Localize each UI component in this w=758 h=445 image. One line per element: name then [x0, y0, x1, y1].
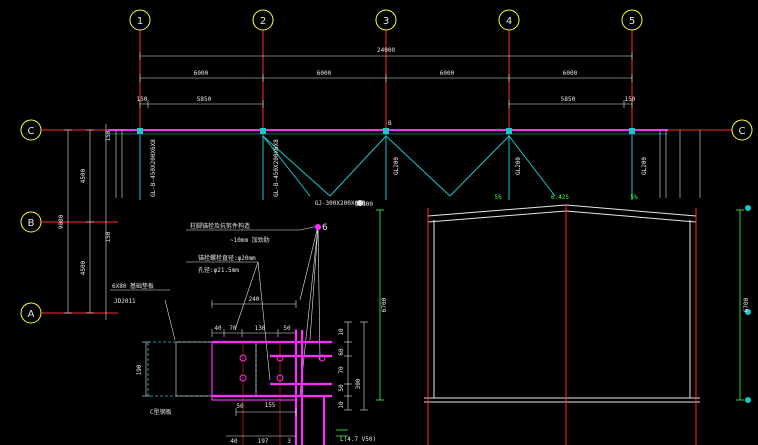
axis-bubble-2: 2 — [252, 9, 274, 31]
axis-bubble-1: 1 — [129, 9, 151, 31]
section-small-note: 3.300 — [355, 201, 373, 208]
beam-label-1: GL-B-450X200X6X8 — [150, 139, 157, 197]
frame-column-lines — [427, 205, 697, 445]
elev-marker-top — [745, 205, 751, 211]
callout-dot — [315, 224, 321, 230]
axis-bubble-c-right: C — [731, 119, 753, 141]
axis-label-3: 3 — [383, 16, 389, 27]
dim-overall-row: 9000 — [58, 214, 65, 229]
dim-bay-2: 6000 — [317, 70, 332, 77]
beam-markers — [137, 128, 635, 134]
beam-label-3: GL200 — [393, 157, 400, 175]
dim-300: 300 — [355, 378, 362, 389]
dim-3: 3 — [287, 438, 291, 445]
dim-40: 40 — [214, 325, 222, 332]
axis-bubble-b: B — [20, 211, 42, 233]
dim-end-150-left: 150 — [137, 96, 148, 103]
detail-note-6: JD2011 — [114, 298, 136, 305]
dim-190: 190 — [136, 364, 143, 375]
base-plate — [147, 341, 297, 401]
section-right-height: 6700 — [743, 297, 750, 312]
dim-row-1: 4500 — [80, 168, 87, 183]
dim-bay-3: 6000 — [440, 70, 455, 77]
truss-label: GJ-300X200X6X8 — [315, 200, 366, 207]
dimension-rows — [64, 124, 107, 320]
small-marker-label: B — [388, 120, 392, 127]
bottom-label: L(4.7 V50) — [340, 436, 376, 443]
section-left-height: 6700 — [381, 297, 388, 312]
dim-60: 60 — [338, 348, 345, 356]
axis-label-a: A — [28, 309, 35, 320]
detail-note-5: 6X80 基础垫板 — [112, 282, 154, 290]
ridge-elev: 6.425 — [551, 194, 569, 201]
beam-label-5: GL200 — [641, 157, 648, 175]
dim-70a: 70 — [229, 325, 237, 332]
axis-bubble-3: 3 — [375, 9, 397, 31]
dimension-total — [139, 52, 633, 60]
axis-label-c-left: C — [28, 126, 35, 137]
detail-left-dims — [142, 341, 297, 437]
frame-outline — [424, 204, 700, 403]
detail-note-2: ~10mm 加劲肋 — [230, 236, 270, 244]
beam-label-4: GL200 — [515, 157, 522, 175]
dim-40b: 40 — [230, 438, 238, 445]
section-marker — [357, 200, 363, 206]
axis-bubble-4: 4 — [498, 9, 520, 31]
dim-bay-4: 6000 — [563, 70, 578, 77]
bracing-lines — [139, 135, 633, 200]
weld-label: C型钢板 — [150, 408, 172, 416]
axis-bubble-5: 5 — [621, 9, 643, 31]
dim-side-b: 150 — [105, 231, 112, 242]
elev-marker-mid — [745, 309, 751, 315]
dim-70b: 70 — [338, 366, 345, 374]
dim-155: 155 — [265, 402, 276, 409]
slope-left: 5% — [494, 194, 502, 201]
axis-label-4: 4 — [506, 16, 512, 27]
axis-label-5: 5 — [629, 16, 635, 27]
dim-end-5850-left: 5850 — [197, 96, 212, 103]
dim-50a: 50 — [283, 325, 291, 332]
axis-bubble-a: A — [20, 302, 42, 324]
dim-10a: 10 — [338, 328, 345, 336]
vertical-axis-lines — [139, 30, 633, 140]
dim-row-2: 4500 — [80, 260, 87, 275]
column-section — [212, 330, 332, 445]
detail-note-3: 锚栓螺栓直径:φ20mm — [198, 254, 256, 262]
dim-240: 240 — [249, 296, 260, 303]
axis-label-c-right: C — [739, 126, 746, 137]
detail-note-4: 孔径:φ21.5mm — [198, 266, 239, 274]
dim-bay-1: 6000 — [194, 70, 209, 77]
dim-side-c: 150 — [105, 130, 112, 141]
frame-green-dims — [376, 209, 744, 401]
slope-right: 5% — [630, 194, 638, 201]
beam-label-2: GL-B-450X200X6X8 — [273, 139, 280, 197]
dim-197: 197 — [258, 438, 269, 445]
dim-total-label: 24000 — [377, 47, 395, 54]
dim-50b: 50 — [338, 384, 345, 392]
dim-10b: 10 — [338, 401, 345, 409]
weld-marks — [336, 429, 348, 437]
edge-stubs — [115, 130, 701, 198]
bolt-center-marks — [242, 342, 281, 445]
axis-label-1: 1 — [137, 16, 143, 27]
anchor-bolts — [239, 354, 326, 382]
dim-50c: 50 — [236, 403, 244, 410]
detail-note-1: 柱脚锚栓及抗剪件构造 — [190, 222, 250, 230]
axis-label-b: B — [28, 218, 35, 229]
dim-end-5850-right: 5850 — [561, 96, 576, 103]
axis-label-2: 2 — [260, 16, 266, 27]
dimension-end-bays — [139, 100, 633, 108]
dim-130: 130 — [255, 325, 266, 332]
elev-marker-bottom — [745, 397, 751, 403]
axis-bubble-c-left: C — [20, 119, 42, 141]
dim-end-150-right: 150 — [625, 96, 636, 103]
callout-6: 6 — [322, 223, 328, 233]
dimension-bays — [139, 74, 633, 82]
detail-right-dims — [344, 321, 368, 411]
